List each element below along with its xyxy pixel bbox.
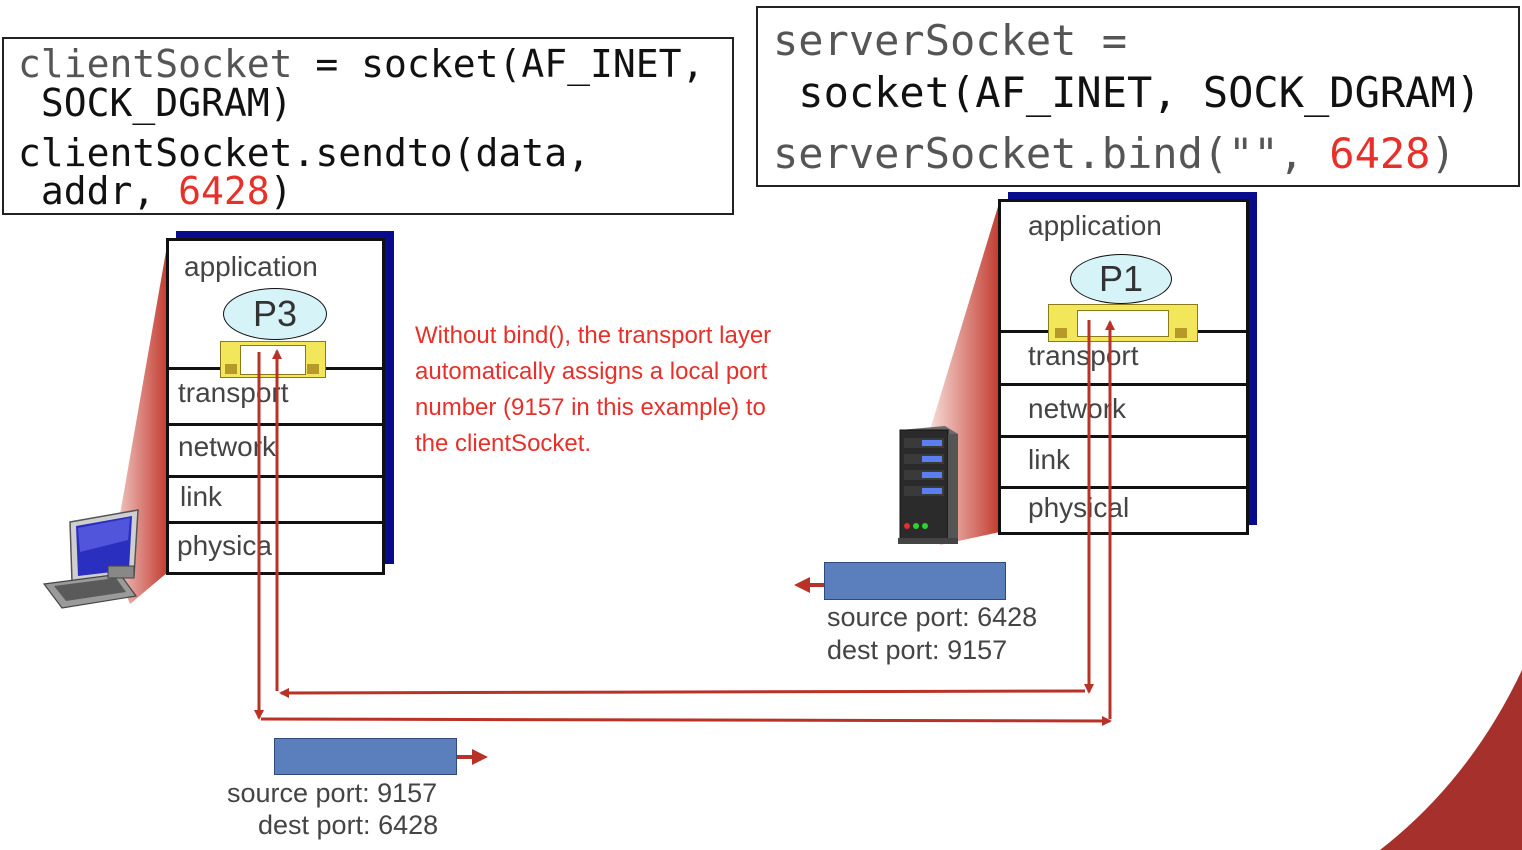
client-layer-link: link [180, 481, 223, 512]
server-process-p1: P1 [1070, 254, 1172, 304]
client-code-box: clientSocket = socket(AF_INET, SOCK_DGRA… [2, 37, 734, 215]
client-layer-application: application [184, 251, 318, 282]
server-segment [824, 562, 1006, 600]
client-process-p3: P3 [223, 288, 327, 340]
client-segment-dest-port: dest port: 6428 [258, 810, 439, 840]
server-code-line-1: serverSocket = [773, 16, 1128, 65]
server-layer-physical: physical [1028, 492, 1130, 523]
client-segment [274, 738, 457, 775]
server-code-box: serverSocket = socket(AF_INET, SOCK_DGRA… [756, 6, 1520, 187]
server-socket [1048, 304, 1198, 342]
server-code-line-2: socket(AF_INET, SOCK_DGRAM) [773, 68, 1482, 117]
bind-explanation-note: Without bind(), the transport layer auto… [415, 322, 772, 457]
client-code-line-3: clientSocket.sendto(data, [18, 131, 590, 175]
client-segment-source-port: source port: 9157 [227, 778, 438, 808]
client-layer-transport: transport [178, 377, 289, 408]
server-segment-dest-port: dest port: 9157 [827, 635, 1008, 665]
server-layer-application: application [1028, 210, 1162, 241]
server-layer-transport: transport [1028, 340, 1139, 371]
server-code-line-3: serverSocket.bind("", 6428) [773, 129, 1456, 178]
server-layer-link: link [1028, 444, 1071, 475]
client-code-line-4: addr, 6428) [18, 169, 293, 213]
client-layer-physical: physica [177, 530, 272, 561]
client-code-line-1: clientSocket = socket(AF_INET, [18, 42, 705, 86]
server-segment-source-port: source port: 6428 [827, 602, 1038, 632]
client-code-line-2: SOCK_DGRAM) [18, 81, 293, 125]
